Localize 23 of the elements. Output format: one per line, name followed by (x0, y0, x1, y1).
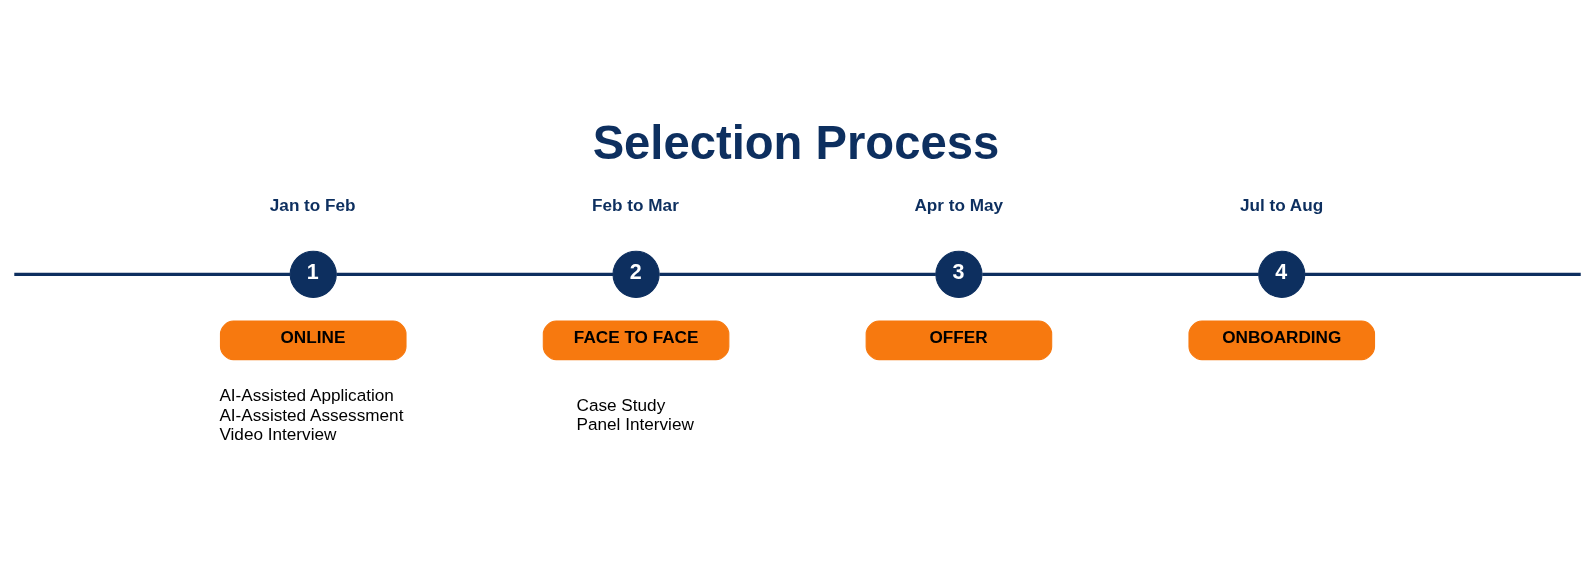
connector (14, 272, 291, 276)
node-label: Jul to Aug (1239, 194, 1324, 215)
node-label: Jan to Feb (269, 194, 356, 215)
label: Video Interview (219, 423, 337, 444)
node-circle: 4 (1258, 250, 1306, 298)
node-box: FACE TO FACE (542, 319, 730, 360)
node-label: Apr to May (914, 194, 1004, 215)
connector (1304, 272, 1581, 276)
node-box: OFFER (865, 319, 1053, 360)
node-circle: 3 (935, 250, 983, 298)
node-box: ONLINE (219, 319, 407, 360)
label: Panel Interview (576, 413, 694, 434)
node-label: Feb to Mar (592, 194, 679, 215)
label: AI-Assisted Application (219, 384, 394, 405)
node-circle: 2 (612, 250, 660, 298)
connector (336, 272, 613, 276)
diagram-title: Selection Process (592, 115, 1000, 169)
connector (659, 272, 936, 276)
label: Case Study (576, 394, 666, 415)
node-box: ONBOARDING (1188, 319, 1376, 360)
connector (982, 272, 1259, 276)
label: AI-Assisted Assessment (219, 404, 404, 425)
node-circle: 1 (289, 250, 337, 298)
